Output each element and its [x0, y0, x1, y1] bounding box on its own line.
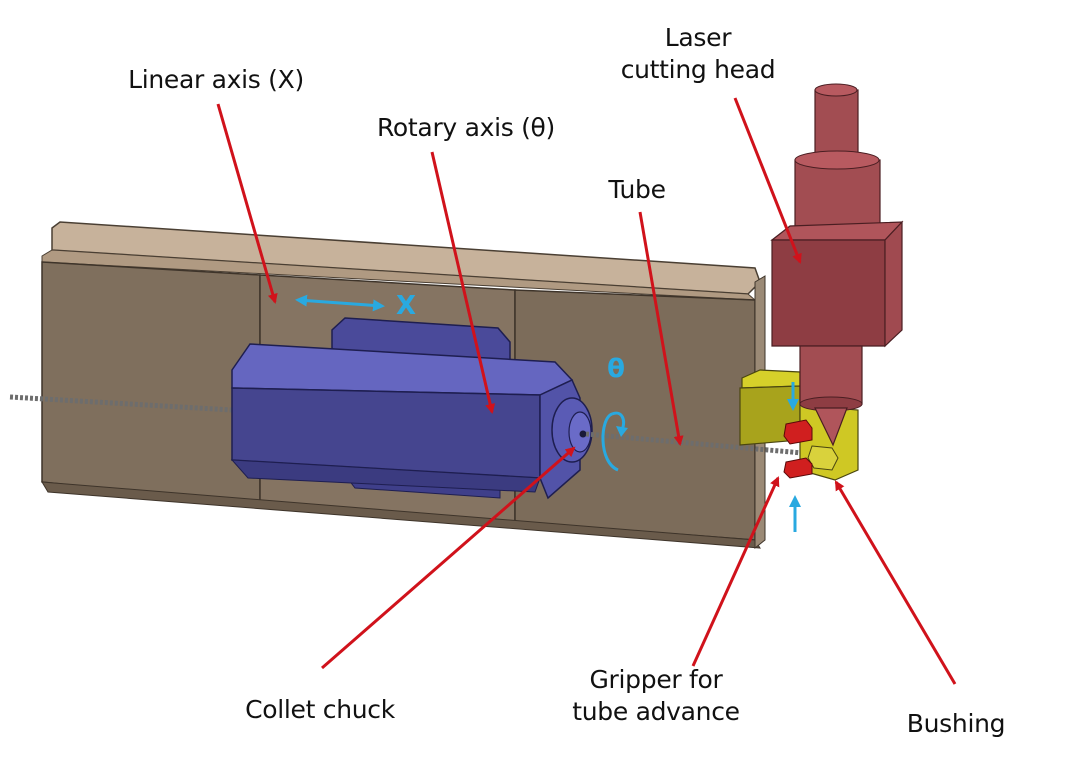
leader-gripper — [691, 476, 780, 667]
motion-indicators — [295, 294, 801, 532]
laser-cutting-head — [770, 83, 904, 447]
linear-axis-symbol: X — [395, 291, 417, 321]
laser-box-side — [884, 220, 903, 348]
leader-tube — [638, 211, 684, 446]
label-tube: Tube — [608, 175, 666, 204]
laser-nozzle-cone — [814, 407, 848, 447]
laser-lower-cylinder — [799, 345, 863, 405]
machine-frame — [41, 221, 766, 550]
chuck-body-bottom — [230, 459, 541, 493]
leader-arrows — [216, 97, 957, 685]
rotary-axis-symbol: θ — [607, 354, 625, 384]
label-linear-axis: Linear axis (X) — [128, 65, 304, 94]
label-laser-head-line1: Laser — [664, 23, 732, 52]
leader-laser-head — [733, 97, 802, 264]
label-gripper: Gripper for tube advance — [572, 664, 740, 728]
tube-left-segment — [9, 394, 233, 413]
rotary-arrowhead — [616, 426, 628, 437]
frame-bottom-edge — [41, 481, 761, 549]
laser-mid-cylinder-cap — [794, 150, 880, 170]
gripper-bottom-pad — [783, 457, 813, 479]
gripper-top-pad — [783, 419, 813, 445]
label-laser-head-line2: cutting head — [620, 55, 776, 84]
leader-collet-chuck — [321, 446, 576, 670]
bushing-collar — [807, 445, 839, 471]
laser-top-cylinder-cap — [814, 83, 858, 97]
leader-bushing — [834, 480, 957, 685]
label-laser-head: Laser cutting head — [621, 22, 776, 86]
leader-linear-axis — [216, 103, 278, 304]
leader-rotary-axis — [430, 151, 496, 414]
gripper-pads — [783, 419, 813, 479]
tube-right-segment — [585, 431, 849, 460]
frame-left-panel — [41, 261, 261, 506]
label-bushing: Bushing — [906, 709, 1006, 738]
label-collet-chuck: Collet chuck — [245, 695, 395, 724]
label-gripper-line1: Gripper for — [589, 665, 723, 694]
collet-chuck-bore — [579, 430, 587, 438]
laser-box-front — [771, 239, 886, 347]
collet-chuck-nose — [568, 411, 592, 453]
frame-top-rail-lip — [41, 249, 757, 301]
label-rotary-axis: Rotary axis (θ) — [376, 113, 556, 142]
label-gripper-line2: tube advance — [572, 697, 740, 726]
linear-axis-double-arrow — [295, 294, 385, 312]
